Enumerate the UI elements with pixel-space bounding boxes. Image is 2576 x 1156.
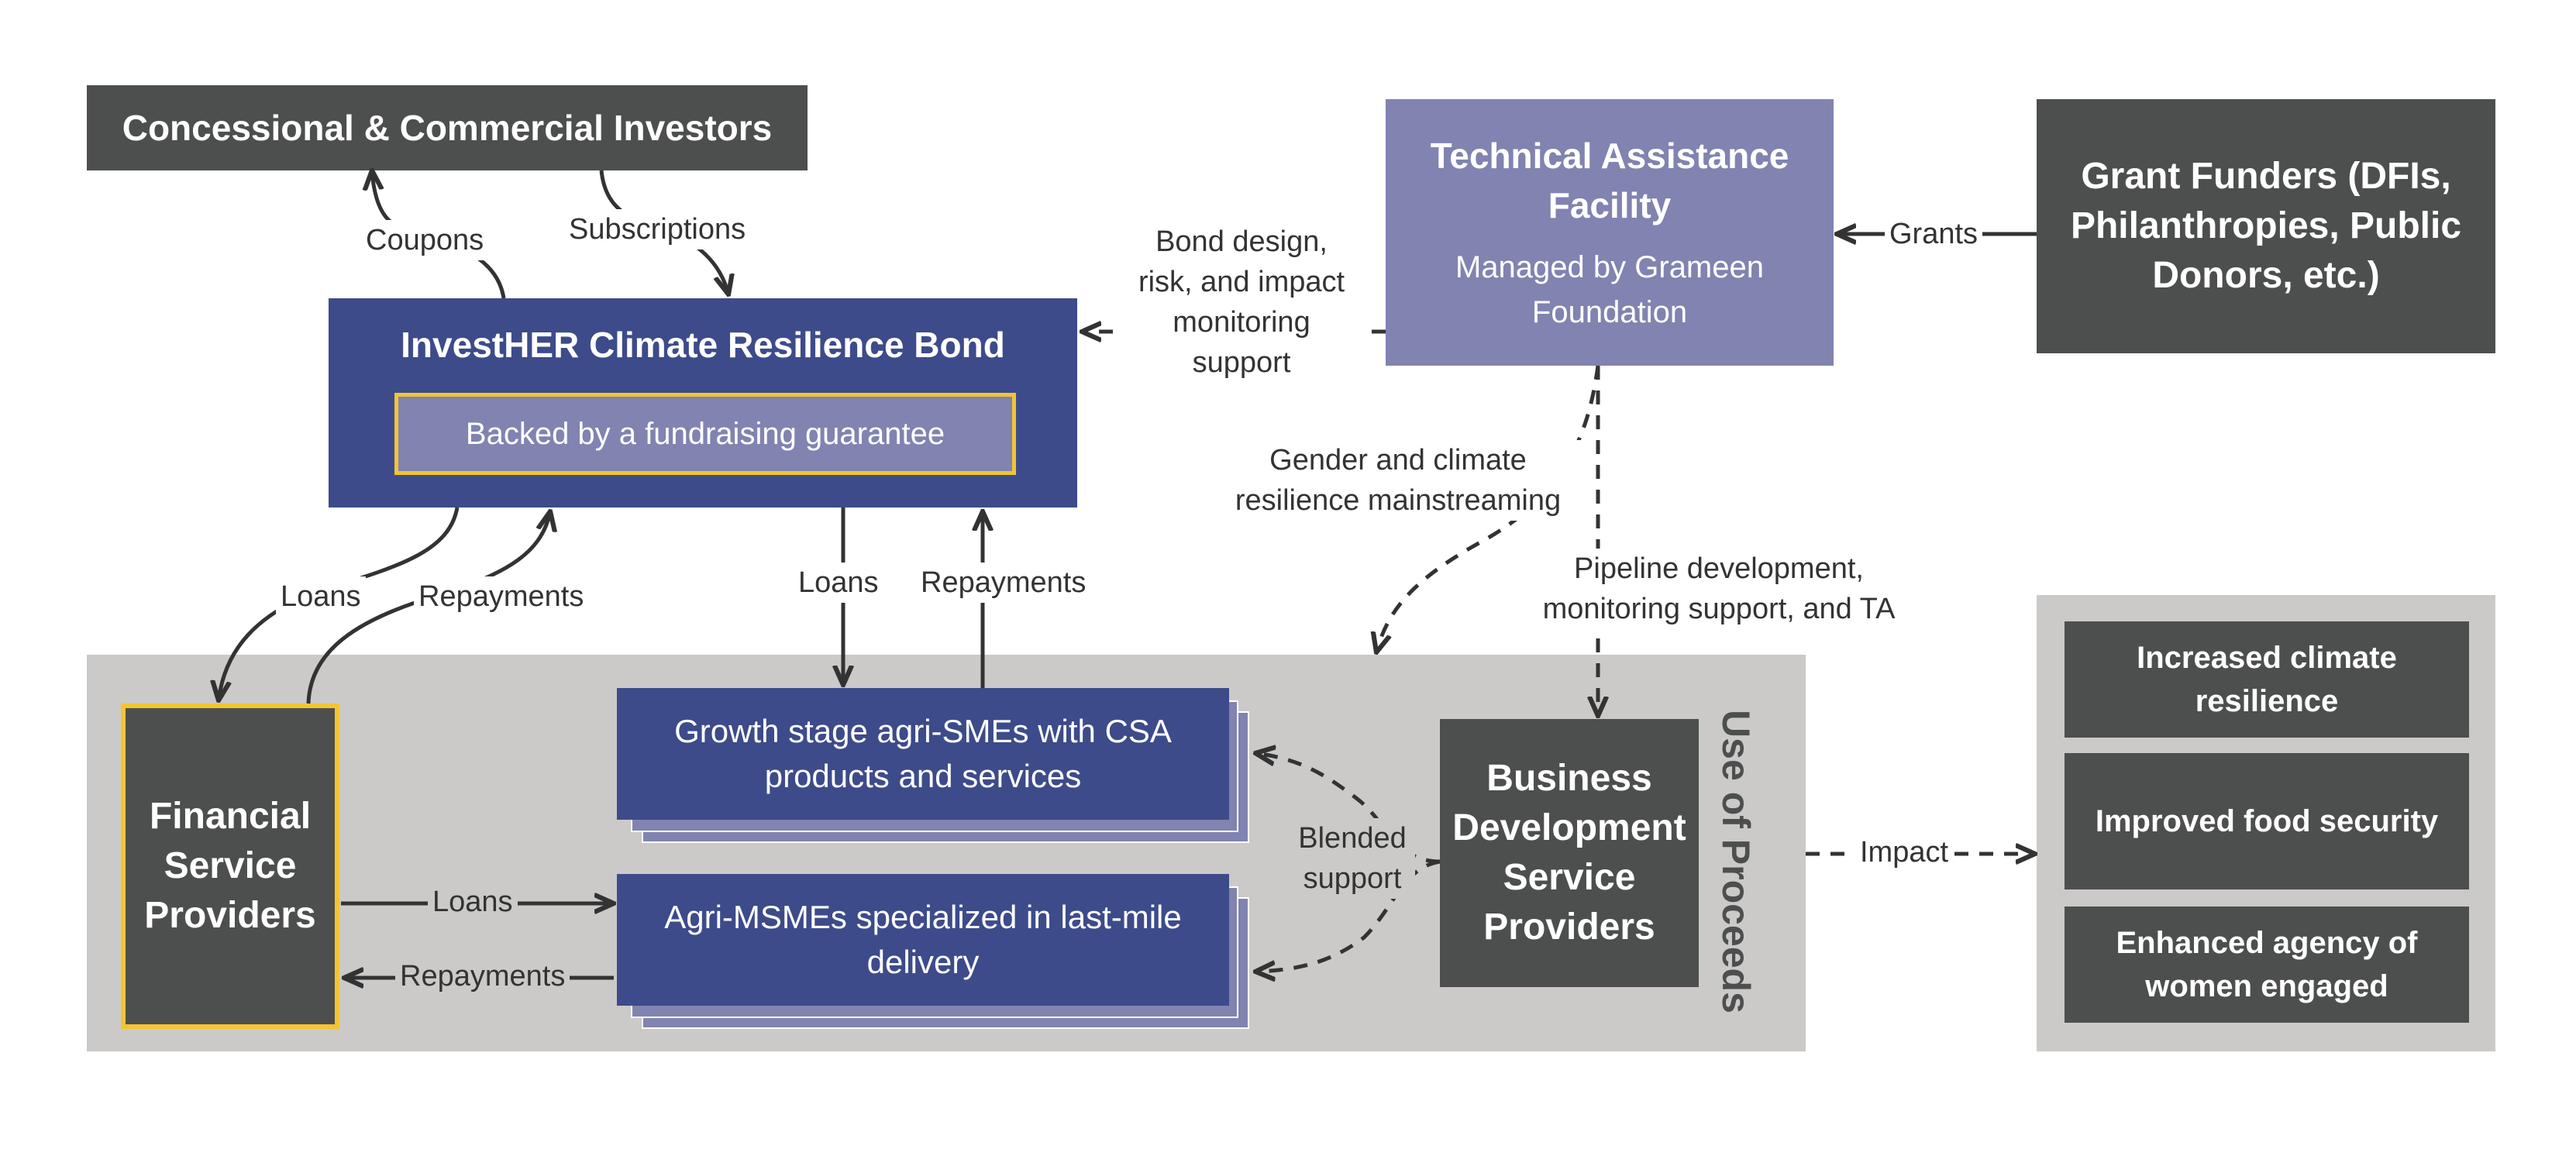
label-repayments-sme: Repayments bbox=[916, 563, 1091, 603]
label-blended: Blended support bbox=[1290, 818, 1415, 899]
label-bond-design: Bond design, risk, and impact monitoring… bbox=[1121, 222, 1362, 383]
label-coupons: Coupons bbox=[361, 220, 489, 260]
investors-label: Concessional & Commercial Investors bbox=[122, 108, 773, 148]
msme-box: Agri-MSMEs specialized in last-mile deli… bbox=[617, 874, 1229, 1006]
label-loans-msme: Loans bbox=[428, 882, 518, 922]
label-impact: Impact bbox=[1855, 832, 1954, 872]
use-of-proceeds-label: Use of Proceeds bbox=[1714, 710, 1758, 1013]
impact-label-women: Enhanced agency of women engaged bbox=[2116, 926, 2418, 1003]
label-gender: Gender and climate resilience mainstream… bbox=[1211, 440, 1586, 521]
grant-funders-box: Grant Funders (DFIs, Philanthropies, Pub… bbox=[2037, 99, 2495, 353]
bds-label: Business Development Service Providers bbox=[1452, 758, 1686, 948]
ta-facility-subtitle: Managed by Grameen Foundation bbox=[1455, 250, 1764, 329]
label-subscriptions: Subscriptions bbox=[564, 209, 751, 249]
label-grants: Grants bbox=[1885, 214, 1983, 254]
ta-facility-title: Technical Assistance Facility bbox=[1430, 136, 1789, 225]
impact-box-climate: Increased climate resilience bbox=[2065, 621, 2469, 738]
guarantee-label: Backed by a fundraising guarantee bbox=[465, 416, 945, 451]
bond-title: InvestHER Climate Resilience Bond bbox=[401, 325, 1005, 365]
impact-label-climate: Increased climate resilience bbox=[2137, 641, 2397, 718]
fsp-label: Financial Service Providers bbox=[144, 796, 316, 936]
label-pipeline: Pipeline development, monitoring support… bbox=[1510, 549, 1928, 629]
label-loans-sme: Loans bbox=[794, 563, 883, 603]
label-repayments-fsp: Repayments bbox=[414, 576, 589, 617]
sme-box: Growth stage agri-SMEs with CSA products… bbox=[617, 688, 1229, 820]
fsp-box: Financial Service Providers bbox=[121, 704, 339, 1029]
msme-label: Agri-MSMEs specialized in last-mile deli… bbox=[664, 899, 1182, 980]
label-loans-fsp: Loans bbox=[276, 576, 366, 617]
bond-box: InvestHER Climate Resilience Bond Backed… bbox=[329, 298, 1077, 507]
label-repayments-msme: Repayments bbox=[395, 956, 570, 996]
guarantee-box: Backed by a fundraising guarantee bbox=[394, 393, 1016, 475]
impact-label-food: Improved food security bbox=[2095, 804, 2439, 838]
ta-facility-box: Technical Assistance Facility Managed by… bbox=[1386, 99, 1834, 366]
grant-funders-label: Grant Funders (DFIs, Philanthropies, Pub… bbox=[2070, 156, 2462, 296]
impact-box-food: Improved food security bbox=[2065, 753, 2469, 889]
investors-box: Concessional & Commercial Investors bbox=[87, 85, 808, 170]
bds-box: Business Development Service Providers bbox=[1440, 719, 1699, 987]
impact-box-women: Enhanced agency of women engaged bbox=[2065, 907, 2469, 1023]
sme-label: Growth stage agri-SMEs with CSA products… bbox=[674, 713, 1172, 794]
